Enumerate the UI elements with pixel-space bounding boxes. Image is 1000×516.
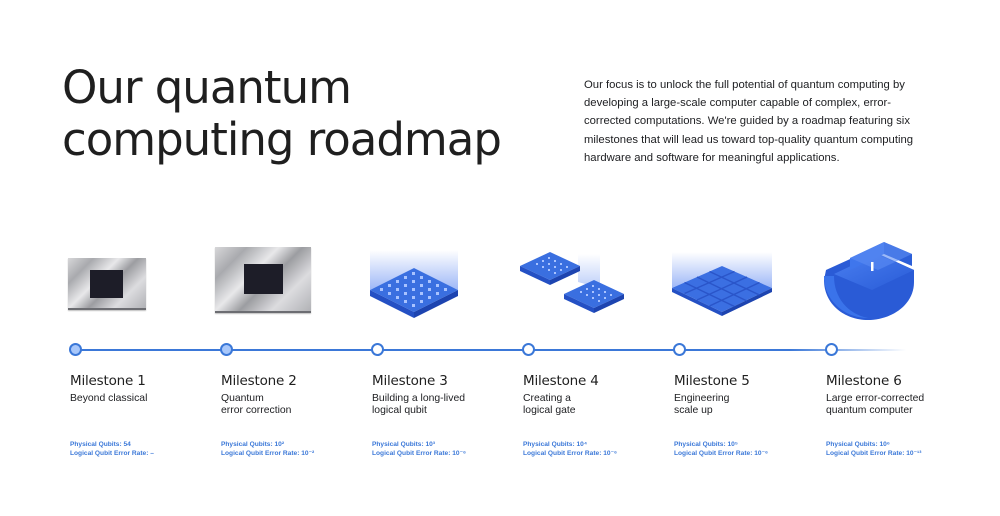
milestone-description: Creating a logical gate <box>523 393 673 419</box>
milestone-stats: Physical Qubits: 10³ Logical Qubit Error… <box>372 441 522 458</box>
desc-line-1: Building a long-lived <box>372 393 465 404</box>
title-line-1: Our quantum <box>62 61 352 114</box>
milestone-6: Milestone 6 Large error-corrected quantu… <box>826 372 976 458</box>
logical-error-rate: Logical Qubit Error Rate: 10⁻¹³ <box>826 449 922 457</box>
milestone-stats: Physical Qubits: 10⁴ Logical Qubit Error… <box>523 441 673 458</box>
logical-error-rate: Logical Qubit Error Rate: – <box>70 449 154 457</box>
milestone-2-chip-image <box>215 247 311 313</box>
chip-die <box>90 270 123 298</box>
timeline-node-1 <box>69 343 82 356</box>
milestone-title: Milestone 3 <box>372 373 448 389</box>
timeline-node-3 <box>371 343 384 356</box>
physical-qubits: Physical Qubits: 10³ <box>372 441 436 448</box>
timeline-node-2 <box>220 343 233 356</box>
milestone-description: Quantum error correction <box>221 393 371 419</box>
logical-error-rate: Logical Qubit Error Rate: 10⁻⁶ <box>523 449 618 457</box>
desc-line-1: Creating a <box>523 393 571 404</box>
milestone-title: Milestone 6 <box>826 373 902 389</box>
logical-error-rate: Logical Qubit Error Rate: 10⁻² <box>221 449 315 457</box>
desc-line-1: Beyond classical <box>70 393 148 404</box>
physical-qubits: Physical Qubits: 10² <box>221 441 285 448</box>
physical-qubits: Physical Qubits: 10⁴ <box>523 441 588 448</box>
intro-paragraph: Our focus is to unlock the full potentia… <box>584 79 914 164</box>
milestone-description: Building a long-lived logical qubit <box>372 393 522 419</box>
milestone-stats: Physical Qubits: 10² Logical Qubit Error… <box>221 441 371 458</box>
timeline-track <box>76 349 906 351</box>
title-line-2: computing roadmap <box>62 113 502 166</box>
logical-error-rate: Logical Qubit Error Rate: 10⁻⁶ <box>372 449 467 457</box>
physical-qubits: Physical Qubits: 10⁶ <box>826 441 890 448</box>
milestone-4: Milestone 4 Creating a logical gate Phys… <box>523 372 673 458</box>
milestone-title: Milestone 4 <box>523 373 599 389</box>
milestone-title: Milestone 2 <box>221 373 297 389</box>
milestone-stats: Physical Qubits: 10⁵ Logical Qubit Error… <box>674 441 824 458</box>
milestone-4-logical-gate-image <box>520 252 624 313</box>
milestone-2: Milestone 2 Quantum error correction Phy… <box>221 372 371 458</box>
timeline-node-6 <box>825 343 838 356</box>
timeline-node-5 <box>673 343 686 356</box>
desc-line-1: Large error-corrected <box>826 393 925 404</box>
milestone-description: Large error-corrected quantum computer <box>826 393 976 419</box>
desc-line-1: Engineering <box>674 393 730 404</box>
desc-line-1: Quantum <box>221 393 264 404</box>
milestone-stats: Physical Qubits: 54 Logical Qubit Error … <box>70 441 220 458</box>
desc-line-2: logical qubit <box>372 405 427 416</box>
milestone-1: Milestone 1 Beyond classical Physical Qu… <box>70 372 220 458</box>
timeline-node-4 <box>522 343 535 356</box>
physical-qubits: Physical Qubits: 10⁵ <box>674 441 738 448</box>
milestone-6-quantum-computer-image <box>824 242 914 320</box>
milestone-3: Milestone 3 Building a long-lived logica… <box>372 372 522 458</box>
milestone-stats: Physical Qubits: 10⁶ Logical Qubit Error… <box>826 441 976 458</box>
milestone-5: Milestone 5 Engineering scale up Physica… <box>674 372 824 458</box>
milestone-5-scale-up-image <box>672 252 772 316</box>
desc-line-2: error correction <box>221 405 292 416</box>
milestone-title: Milestone 5 <box>674 373 750 389</box>
milestone-title: Milestone 1 <box>70 373 146 389</box>
milestone-1-chip-image <box>68 258 146 310</box>
logical-error-rate: Logical Qubit Error Rate: 10⁻⁶ <box>674 449 769 457</box>
desc-line-2: quantum computer <box>826 405 913 416</box>
milestone-description: Engineering scale up <box>674 393 824 419</box>
desc-line-2: scale up <box>674 405 713 416</box>
milestone-description: Beyond classical <box>70 393 220 419</box>
milestone-3-qubit-tile-image <box>370 250 458 318</box>
chip-die <box>244 264 283 294</box>
page-title: Our quantum computing roadmap <box>62 61 502 166</box>
physical-qubits: Physical Qubits: 54 <box>70 441 131 448</box>
desc-line-2: logical gate <box>523 405 576 416</box>
